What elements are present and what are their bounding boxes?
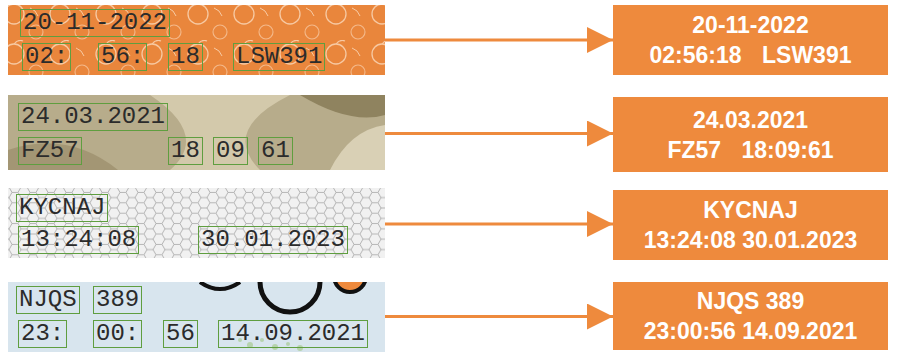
image-strip: 24.03.2021FZ57 18 09 61: [8, 95, 385, 170]
image-strip: KYCNAJ 13:24:08 30.01.2023: [8, 188, 385, 258]
detected-text: 389: [93, 286, 142, 314]
detected-text: 30.01.2023: [198, 226, 348, 254]
recognized-text: KYCNAJ: [703, 195, 798, 225]
recognized-text: 20-11-2022: [692, 10, 808, 40]
detected-text: 20-11-2022: [20, 9, 170, 37]
detected-text: 00:: [93, 320, 142, 348]
detected-text: 14.09.2021: [218, 320, 368, 348]
detected-text: 13:24:08: [18, 226, 139, 254]
detected-text: FZ57: [18, 137, 82, 165]
recognized-text: 13:24:08 30.01.2023: [644, 225, 858, 255]
recognized-text: 02:56:18 LSW391: [650, 40, 852, 70]
image-strip: 20-11-2022 02: 56: 18 LSW391: [8, 5, 385, 75]
arrow-connector: [385, 315, 613, 318]
blue-strip: [8, 282, 385, 352]
arrow-connector: [385, 223, 613, 226]
detected-text: 56: [163, 320, 198, 348]
detected-text: 18: [168, 43, 203, 71]
recognized-text: FZ57 18:09:61: [667, 135, 833, 165]
image-strip: NJQS 389 23: 00: 56 14.09.2021: [8, 282, 385, 352]
recognized-text: NJQS 389: [697, 286, 804, 316]
detected-text: 02:: [22, 43, 71, 71]
orange-strip: [8, 5, 385, 75]
detected-text: KYCNAJ: [16, 194, 108, 222]
detected-text: NJQS: [16, 286, 80, 314]
khaki-strip: [8, 95, 385, 170]
recognized-text: 24.03.2021: [693, 105, 808, 135]
detected-text: 09: [213, 137, 248, 165]
recognized-text: 23:00:56 14.09.2021: [644, 316, 858, 346]
detected-text: 56:: [98, 43, 147, 71]
detected-text: 24.03.2021: [18, 103, 168, 131]
arrow-connector: [385, 132, 613, 135]
result-box: KYCNAJ13:24:08 30.01.2023: [613, 190, 888, 260]
detected-text: 61: [258, 137, 293, 165]
detected-text: LSW391: [233, 43, 325, 71]
detected-text: 23:: [18, 320, 67, 348]
result-box: 20-11-202202:56:18 LSW391: [613, 5, 888, 75]
arrow-connector: [385, 39, 613, 42]
detected-text: 18: [168, 137, 203, 165]
hexagon-strip: [8, 188, 385, 258]
result-box: NJQS 38923:00:56 14.09.2021: [613, 282, 888, 350]
result-box: 24.03.2021FZ57 18:09:61: [613, 97, 888, 172]
